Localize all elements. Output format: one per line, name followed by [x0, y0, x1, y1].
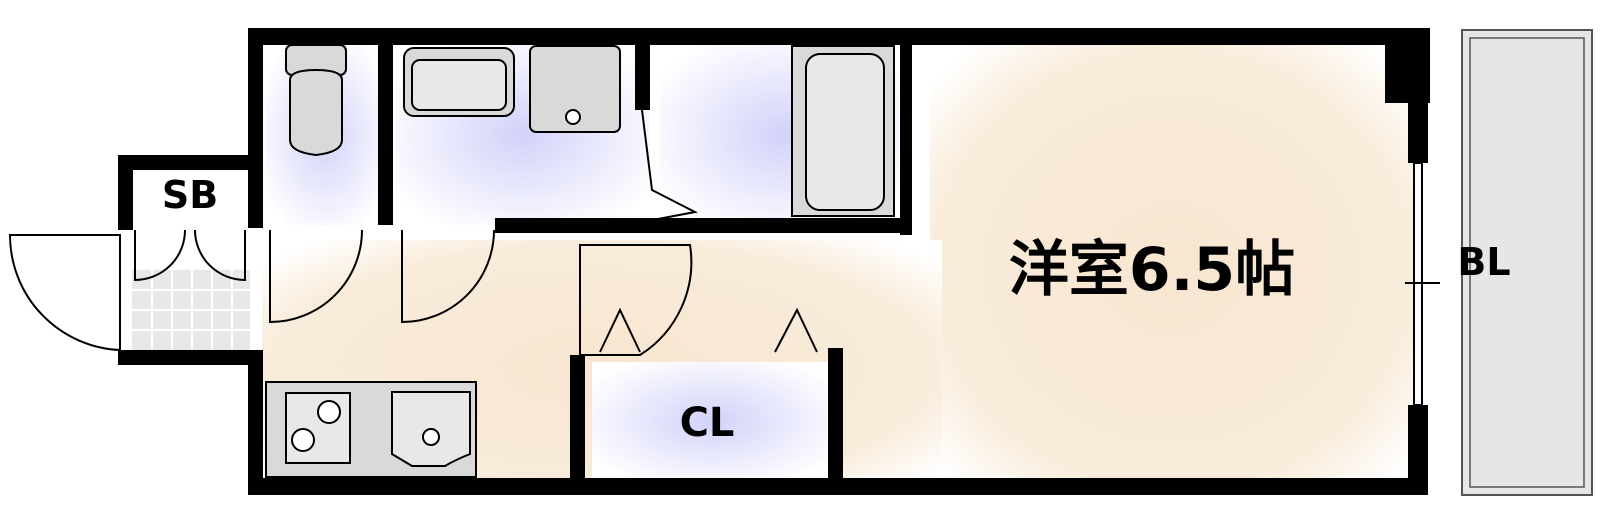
stove-icon [285, 392, 351, 464]
washing-machine-pan-icon [529, 45, 621, 133]
balcony-label: BL [1457, 240, 1510, 284]
western-room-floor [930, 45, 1415, 495]
window [1405, 162, 1440, 406]
toilet-icon [285, 44, 347, 157]
western-room-label: 洋室6.5帖 [1009, 235, 1295, 305]
door-swings [8, 109, 818, 356]
shoe-box-label: SB [162, 173, 218, 217]
sink-icon [391, 391, 471, 467]
closet-floor [592, 362, 832, 480]
bathtub-icon [791, 45, 895, 217]
walls [118, 28, 1430, 495]
closet-label: CL [680, 400, 735, 446]
washbasin-icon [403, 47, 515, 117]
balcony [1461, 29, 1593, 496]
entrance-tiles [132, 270, 250, 350]
kitchen-counter [265, 381, 477, 478]
